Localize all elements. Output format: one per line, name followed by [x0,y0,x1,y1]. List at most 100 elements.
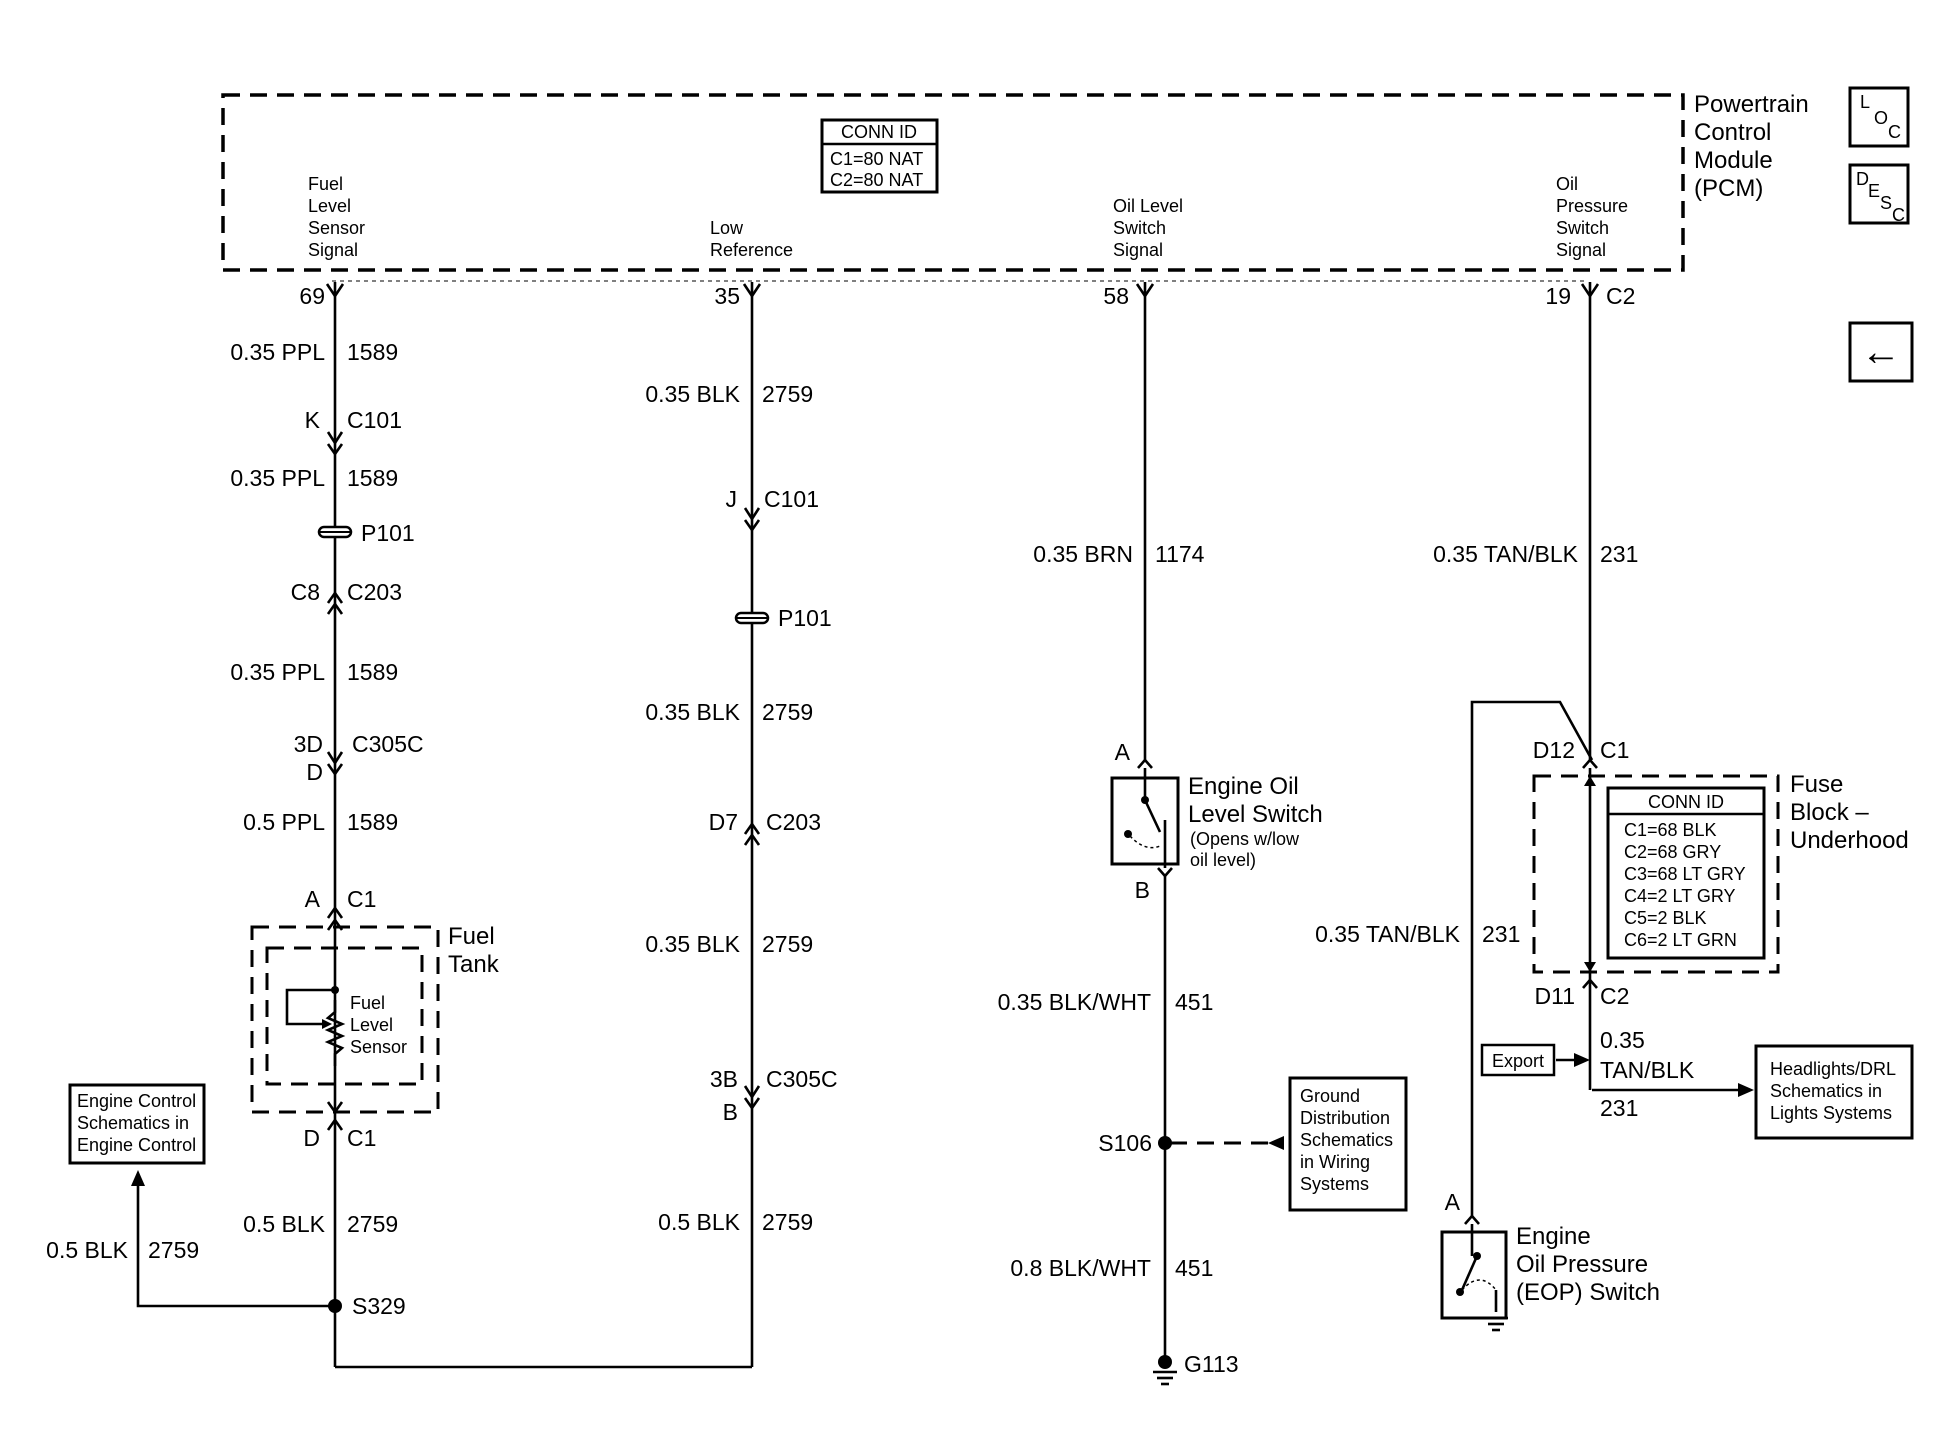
engine-control-wire-circuit: 2759 [148,1237,199,1263]
back-arrow-icon[interactable]: ← [1848,321,1914,383]
engine-oil-level-switch: A B Engine Oil Level Switch (Opens w/low… [1110,739,1323,903]
export-box[interactable]: Export [1480,1043,1556,1077]
fuel-c101-icon [326,431,344,446]
svg-text:Engine Control Schematic: Engine Control Schematics in Engine Cont… [77,1091,201,1155]
oil-level-pin-a: A [1115,739,1131,765]
svg-text:C5=2 BLK: C5=2 BLK [1624,908,1707,928]
fuel-sensor-boundary [265,946,424,1086]
fuse-top-pin: D12 [1533,737,1575,763]
lowref-wire-2-circuit: 2759 [762,699,813,725]
s329-splice-icon [328,1299,342,1313]
lowref-c101-pin: J [726,486,738,512]
fuel-wire-1-gauge: 0.35 PPL [230,339,325,365]
fuel-c305c-pin-top: 3D [294,731,323,757]
svg-text:C3=68 LT GRY: C3=68 LT GRY [1624,864,1746,884]
pcm-pin-label-oil-level: Oil Level Switch Signal [1113,196,1188,260]
fuse-bottom-name: C2 [1600,983,1629,1009]
svg-text:C2=68 GRY: C2=68 GRY [1624,842,1721,862]
pcm-boundary [221,93,1685,272]
oil-pressure-wire-1-gauge: 0.35 TAN/BLK [1433,541,1579,567]
pcm-pin-19-icon [1580,283,1600,299]
oil-level-wire-2-circuit: 451 [1175,989,1213,1015]
eop-pin-a-icon [1464,1214,1480,1225]
fuel-tank-bottom-pin: D [303,1125,320,1151]
lowref-c101-name: C101 [764,486,819,512]
g113-label: G113 [1184,1351,1239,1377]
lowref-wire-1-gauge: 0.35 BLK [645,381,740,407]
pcm-pin-19: 19 [1545,283,1571,309]
lowref-circuit-labels: 0.35 BLK 2759 J C101 P101 0.35 BLK 2759 … [645,381,837,1235]
fuel-level-sensor-resistor-icon [324,1000,346,1066]
p101-lowref-icon [734,611,770,625]
pcm-conn-id-c1: C1=80 NAT [830,149,923,169]
eop-switch: A Engine Oil Pressure (EOP) Switch [1440,1189,1660,1332]
svg-text:S: S [1880,193,1892,213]
ground-distribution-reference[interactable]: Ground Distribution Schematics in Wiring… [1288,1076,1408,1212]
export-arrow-icon [1574,1053,1590,1067]
out-wire-gauge: 0.35 TAN/BLK [1600,1027,1695,1083]
oil-pressure-labels: 0.35 TAN/BLK 231 0.35 TAN/BLK 231 [1315,541,1638,947]
s106-splice-icon [1158,1136,1172,1150]
lowref-wire-3-circuit: 2759 [762,931,813,957]
oil-pressure-wire-1-circuit: 231 [1600,541,1638,567]
pcm-pin-19-connector: C2 [1606,283,1635,309]
oil-level-switch-note: (Opens w/low oil level) [1190,829,1304,870]
fuel-c203-pin: C8 [291,579,320,605]
lowref-wire-4-circuit: 2759 [762,1209,813,1235]
svg-text:C1=68 BLK: C1=68 BLK [1624,820,1717,840]
p101-fuel-icon [317,525,353,539]
lowref-c101-icon [743,507,761,522]
svg-text:Ground Distribution: Ground Distribution Schematics in Wiring… [1300,1086,1398,1194]
connector-symbols [325,283,1600,1225]
out-wire-circuit: 231 [1600,1095,1638,1121]
fuse-top-name: C1 [1600,737,1629,763]
svg-text:L: L [1860,92,1870,112]
engine-control-arrow-icon [131,1170,145,1186]
oil-level-switch-contact-icon [1143,799,1162,833]
fuel-c101-name: C101 [347,407,402,433]
loc-icon[interactable]: L O C [1848,86,1910,148]
lowref-c203-name: C203 [766,809,821,835]
svg-text:C4=2 LT GRY: C4=2 LT GRY [1624,886,1736,906]
pcm-conn-id-c2: C2=80 NAT [830,170,923,190]
lowref-c305c-icon [743,1085,761,1100]
fuel-p101-label: P101 [361,520,415,546]
fuel-tank-c1-top-icon [326,905,344,919]
pcm-conn-id-box [820,118,939,194]
fuel-wire-5-gauge: 0.5 BLK [243,1211,325,1237]
fuel-tank-boundary [250,925,440,1114]
desc-icon[interactable]: D E S C [1848,163,1910,225]
svg-text:D: D [1856,169,1869,189]
oil-level-switch-label: Engine Oil Level Switch [1188,773,1323,828]
pcm-pin-35: 35 [714,283,740,309]
headlights-arrow-icon [1738,1083,1754,1097]
fuel-circuit-labels: 0.35 PPL 1589 K C101 0.35 PPL 1589 P101 … [230,339,423,1319]
fuel-wire-4-gauge: 0.5 PPL [243,809,325,835]
fuel-wire-4-circuit: 1589 [347,809,398,835]
lowref-c305c-name: C305C [766,1066,838,1092]
eop-switch-label: Engine Oil Pressure (EOP) Switch [1516,1223,1660,1306]
eop-ground-icon [1484,1316,1508,1332]
engine-control-branch-wire [136,1178,335,1308]
pcm-conn-id-header: CONN ID [841,122,917,142]
headlights-reference[interactable]: Headlights/DRL Schematics in Lights Syst… [1754,1044,1914,1140]
fuel-wire-2-circuit: 1589 [347,465,398,491]
svg-text:C: C [1892,205,1905,225]
engine-control-reference[interactable]: Engine Control Schematics in Engine Cont… [68,1083,206,1165]
s106-label: S106 [1098,1130,1152,1156]
svg-text:←: ← [1861,330,1901,374]
svg-text:CONN ID: CONN ID [1648,792,1724,812]
pcm-pin-69-icon [325,283,345,299]
oil-level-labels: 0.35 BRN 1174 0.35 BLK/WHT 451 S106 0.8 … [998,541,1239,1386]
fuel-wire-2-gauge: 0.35 PPL [230,465,325,491]
oil-level-pin-a-icon [1137,758,1153,769]
pcm-conn-id-table: CONN ID C1=80 NAT C2=80 NAT [820,118,939,194]
lowref-wire-4-gauge: 0.5 BLK [658,1209,740,1235]
eop-pin-a: A [1445,1189,1461,1215]
pcm-module: Powertrain Control Module (PCM) CONN ID … [221,91,1809,309]
fuel-c203-name: C203 [347,579,402,605]
lowref-wire-2-gauge: 0.35 BLK [645,699,740,725]
fuel-c101-pin: K [305,407,321,433]
fuel-wire-3-gauge: 0.35 PPL [230,659,325,685]
